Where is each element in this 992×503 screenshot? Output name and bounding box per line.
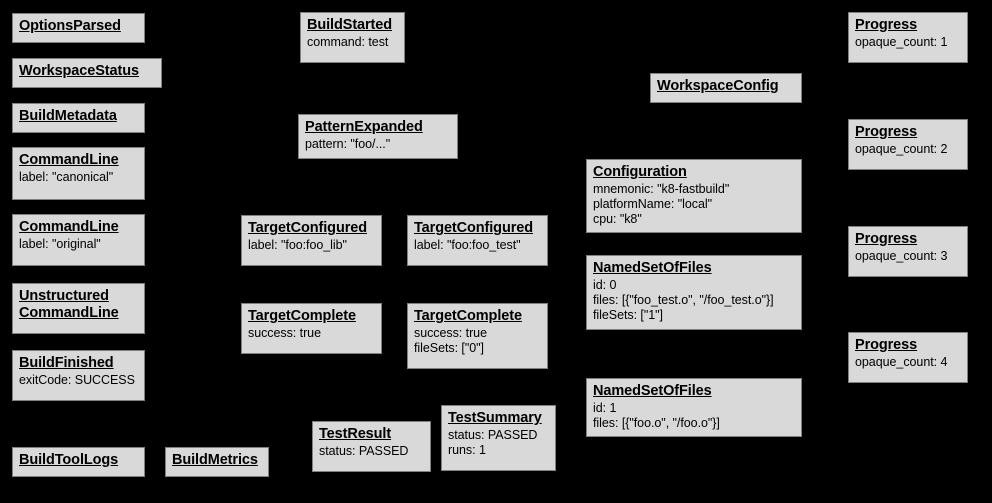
event-node-fields: exitCode: SUCCESS xyxy=(19,373,135,387)
event-node-title: Progress xyxy=(855,124,918,140)
event-node-fields: command: test xyxy=(307,35,389,49)
event-node-title: TestResult xyxy=(319,426,392,442)
event-node-title: BuildMetadata xyxy=(19,108,117,124)
event-node[interactable]: Unstructured CommandLine xyxy=(12,283,145,334)
event-node[interactable]: Progress opaque_count: 4 xyxy=(848,332,968,383)
event-node-title: BuildToolLogs xyxy=(19,452,119,468)
event-node-fields: opaque_count: 4 xyxy=(855,355,948,369)
event-node-fields: opaque_count: 1 xyxy=(855,35,948,49)
event-node[interactable]: TestSummary status: PASSED runs: 1 xyxy=(441,405,556,471)
event-node[interactable]: Progress opaque_count: 2 xyxy=(848,119,968,170)
event-node-title: BuildFinished xyxy=(19,355,114,371)
event-node-title: Unstructured CommandLine xyxy=(19,288,119,321)
event-node[interactable]: NamedSetOfFiles id: 0 files: [{"foo_test.… xyxy=(586,255,802,330)
event-node-title: NamedSetOfFiles xyxy=(593,383,712,399)
event-node-fields: label: "foo:foo_test" xyxy=(414,238,521,252)
event-node[interactable]: Progress opaque_count: 1 xyxy=(848,12,968,63)
event-node-title: NamedSetOfFiles xyxy=(593,260,712,276)
event-node-title: BuildMetrics xyxy=(172,452,258,468)
event-node-fields: id: 0 files: [{"foo_test.o", "/foo_test.… xyxy=(593,278,774,322)
event-node[interactable]: BuildMetrics xyxy=(165,447,269,477)
event-node-title: WorkspaceStatus xyxy=(19,63,139,79)
event-node-fields: success: true xyxy=(248,326,321,340)
event-node[interactable]: CommandLine label: "original" xyxy=(12,214,145,266)
event-node[interactable]: TargetComplete success: true xyxy=(241,303,382,354)
event-node-title: Configuration xyxy=(593,164,687,180)
event-node[interactable]: TargetConfigured label: "foo:foo_lib" xyxy=(241,215,382,266)
event-node[interactable]: NamedSetOfFiles id: 1 files: [{"foo.o", "… xyxy=(586,378,802,437)
event-node-fields: status: PASSED xyxy=(319,444,409,458)
event-node-fields: pattern: "foo/..." xyxy=(305,137,391,151)
event-node-fields: status: PASSED runs: 1 xyxy=(448,428,538,457)
event-node[interactable]: WorkspaceStatus xyxy=(12,58,162,88)
event-node-title: TargetConfigured xyxy=(248,220,367,236)
event-node-title: Progress xyxy=(855,17,918,33)
event-node-title: Progress xyxy=(855,231,918,247)
event-node-title: TargetComplete xyxy=(414,308,522,324)
event-node[interactable]: PatternExpanded pattern: "foo/..." xyxy=(298,114,458,159)
event-node[interactable]: BuildToolLogs xyxy=(12,447,145,477)
event-node[interactable]: OptionsParsed xyxy=(12,13,145,43)
event-node[interactable]: TestResult status: PASSED xyxy=(312,421,431,472)
event-node-title: TargetConfigured xyxy=(414,220,533,236)
event-node-fields: label: "canonical" xyxy=(19,170,114,184)
event-node[interactable]: TargetConfigured label: "foo:foo_test" xyxy=(407,215,548,266)
event-node-fields: id: 1 files: [{"foo.o", "/foo.o"}] xyxy=(593,401,720,430)
event-node-title: WorkspaceConfig xyxy=(657,78,779,94)
event-node-title: TestSummary xyxy=(448,410,542,426)
event-node[interactable]: BuildFinished exitCode: SUCCESS xyxy=(12,350,145,401)
event-node-title: Progress xyxy=(855,337,918,353)
event-node-fields: label: "foo:foo_lib" xyxy=(248,238,347,252)
event-node-fields: opaque_count: 2 xyxy=(855,142,948,156)
event-node[interactable]: CommandLine label: "canonical" xyxy=(12,147,145,200)
event-node[interactable]: WorkspaceConfig xyxy=(650,73,802,103)
event-node-fields: opaque_count: 3 xyxy=(855,249,948,263)
event-node-title: PatternExpanded xyxy=(305,119,423,135)
event-node[interactable]: Configuration mnemonic: "k8-fastbuild" pl… xyxy=(586,159,802,233)
event-node-title: OptionsParsed xyxy=(19,18,121,34)
event-node[interactable]: BuildMetadata xyxy=(12,103,145,133)
event-node[interactable]: Progress opaque_count: 3 xyxy=(848,226,968,277)
event-node[interactable]: TargetComplete success: true fileSets: ["… xyxy=(407,303,548,369)
event-node-title: CommandLine xyxy=(19,152,119,168)
event-node-fields: label: "original" xyxy=(19,237,101,251)
event-node-title: TargetComplete xyxy=(248,308,356,324)
event-node-fields: mnemonic: "k8-fastbuild" platformName: "… xyxy=(593,182,730,226)
event-node[interactable]: BuildStarted command: test xyxy=(300,12,405,63)
event-node-fields: success: true fileSets: ["0"] xyxy=(414,326,487,355)
event-node-title: BuildStarted xyxy=(307,17,393,33)
event-node-title: CommandLine xyxy=(19,219,119,235)
